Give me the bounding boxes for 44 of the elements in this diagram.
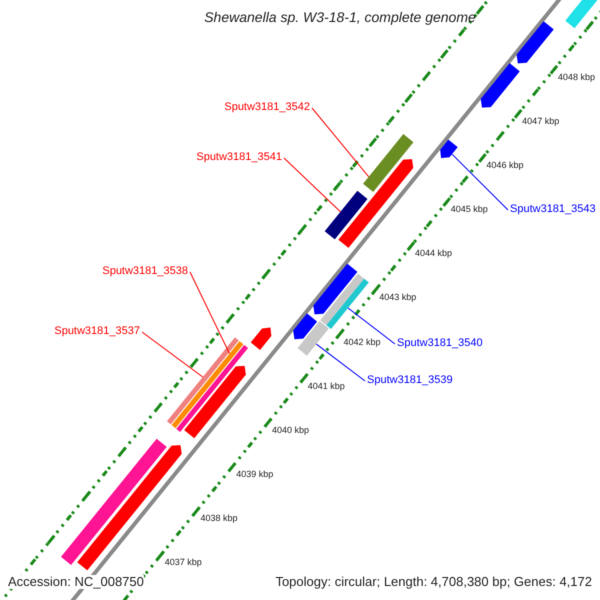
gene-label: Sputw3181_3538 [102, 265, 188, 278]
gene-feature [363, 134, 414, 192]
scale-label: 4038 kbp [200, 514, 238, 524]
scale-label: 4040 kbp [272, 426, 309, 436]
leader-line [316, 344, 366, 382]
scale-label: 4044 kbp [414, 249, 452, 260]
scale-label: 4037 kbp [164, 558, 202, 568]
gene-label: Sputw3181_3539 [367, 374, 453, 386]
gene-feature [293, 313, 318, 340]
scale-label: 4042 kbp [343, 338, 380, 348]
scale-label: 4043 kbp [379, 293, 416, 304]
gene-feature [250, 328, 272, 350]
gene-feature [184, 366, 246, 438]
gene-feature [298, 320, 329, 356]
gene-feature [61, 438, 167, 565]
scale-label: 4039 kbp [236, 470, 274, 480]
leader-line [348, 308, 396, 344]
gene-feature [313, 264, 358, 314]
gene-label: Sputw3181_3540 [397, 337, 483, 350]
gene-feature [565, 0, 600, 28]
gene-label: Sputw3181_3543 [510, 203, 596, 216]
scale-label: 4045 kbp [450, 205, 488, 215]
accession-text: Accession: NC_008750 [8, 575, 144, 590]
scale-label: 4046 kbp [486, 160, 524, 171]
gene-feature [326, 278, 369, 329]
gene-feature [516, 21, 554, 64]
gene-feature [440, 140, 458, 158]
title: Shewanella sp. W3-18-1, complete genome [203, 10, 477, 26]
gene-label: Sputw3181_3542 [224, 101, 310, 114]
leader-line [190, 272, 230, 354]
leader-line [142, 332, 204, 378]
scale-label: 4048 kbp [558, 72, 595, 83]
gene-feature [338, 159, 414, 248]
leader-line [284, 158, 341, 212]
gene-feature [324, 190, 368, 240]
genome-info-text: Topology: circular; Length: 4,708,380 bp; Genes: 4,172 [275, 575, 592, 590]
gene-feature [480, 63, 520, 108]
scale-label: 4041 kbp [308, 382, 345, 392]
gene-label: Sputw3181_3541 [196, 151, 282, 164]
scale-label: 4047 kbp [522, 116, 560, 127]
leader-line [312, 108, 370, 178]
gene-feature [320, 274, 364, 326]
leader-line [452, 154, 508, 210]
gene-label: Sputw3181_3537 [54, 325, 140, 338]
